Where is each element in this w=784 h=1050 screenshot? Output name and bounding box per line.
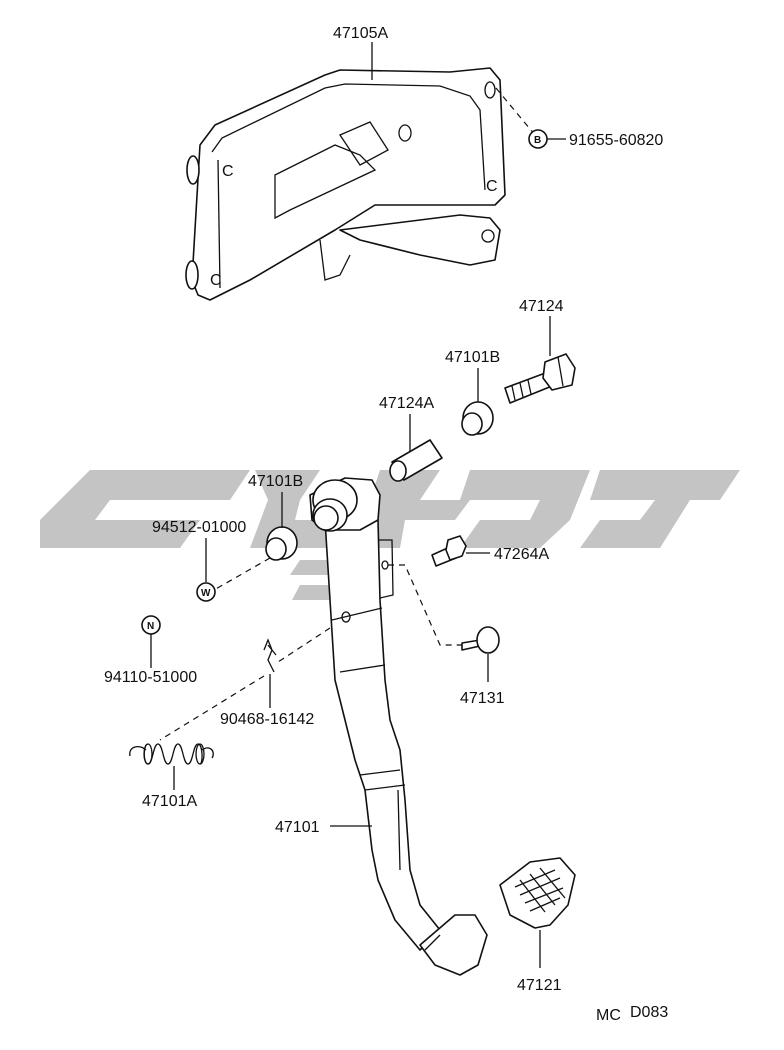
leader-spring-dash [159,675,265,741]
code-w: W [201,588,211,599]
stop-button-icon [461,626,500,654]
leader-clip-dash [277,627,331,663]
bolt-b-icon: B [528,129,548,149]
bushing-left [265,526,298,561]
clip-icon [263,638,277,673]
bolt-icon [504,353,576,404]
brake-pedal-arm [309,477,488,976]
label-47105A: 47105A [333,25,388,42]
bushing-top [461,401,494,436]
leader-washer-dash [213,557,271,591]
svg-text:C: C [210,272,222,289]
washer-icon: W [196,582,216,602]
small-bolt-icon [431,535,467,567]
label-94110-51000: 94110-51000 [104,669,197,686]
code-b: B [534,135,541,146]
label-94512-01000: 94512-01000 [152,519,246,536]
label-90468-16142: 90468-16142 [220,711,314,728]
label-47101: 47101 [275,819,320,836]
collar [389,439,443,482]
figure-code-d083: D083 [630,1004,668,1021]
pedal-bracket: C C C [185,67,506,301]
label-47124: 47124 [519,298,564,315]
label-47121: 47121 [517,977,562,994]
code-n: N [147,621,154,632]
leader-47131-dash [388,564,470,646]
label-47124A: 47124A [379,395,434,412]
label-47101B-top: 47101B [445,349,500,366]
svg-text:C: C [222,163,234,180]
label-47131: 47131 [460,690,505,707]
svg-text:C: C [486,178,498,195]
label-47264A: 47264A [494,546,549,563]
label-47101A: 47101A [142,793,197,810]
label-91655-60820: 91655-60820 [569,132,663,149]
spring-icon [129,743,214,765]
pedal-pad-icon [499,857,576,929]
nut-icon: N [141,615,161,635]
figure-code-mc: MC [596,1007,621,1024]
watermark [40,470,740,600]
label-47101B-left: 47101B [248,473,303,490]
